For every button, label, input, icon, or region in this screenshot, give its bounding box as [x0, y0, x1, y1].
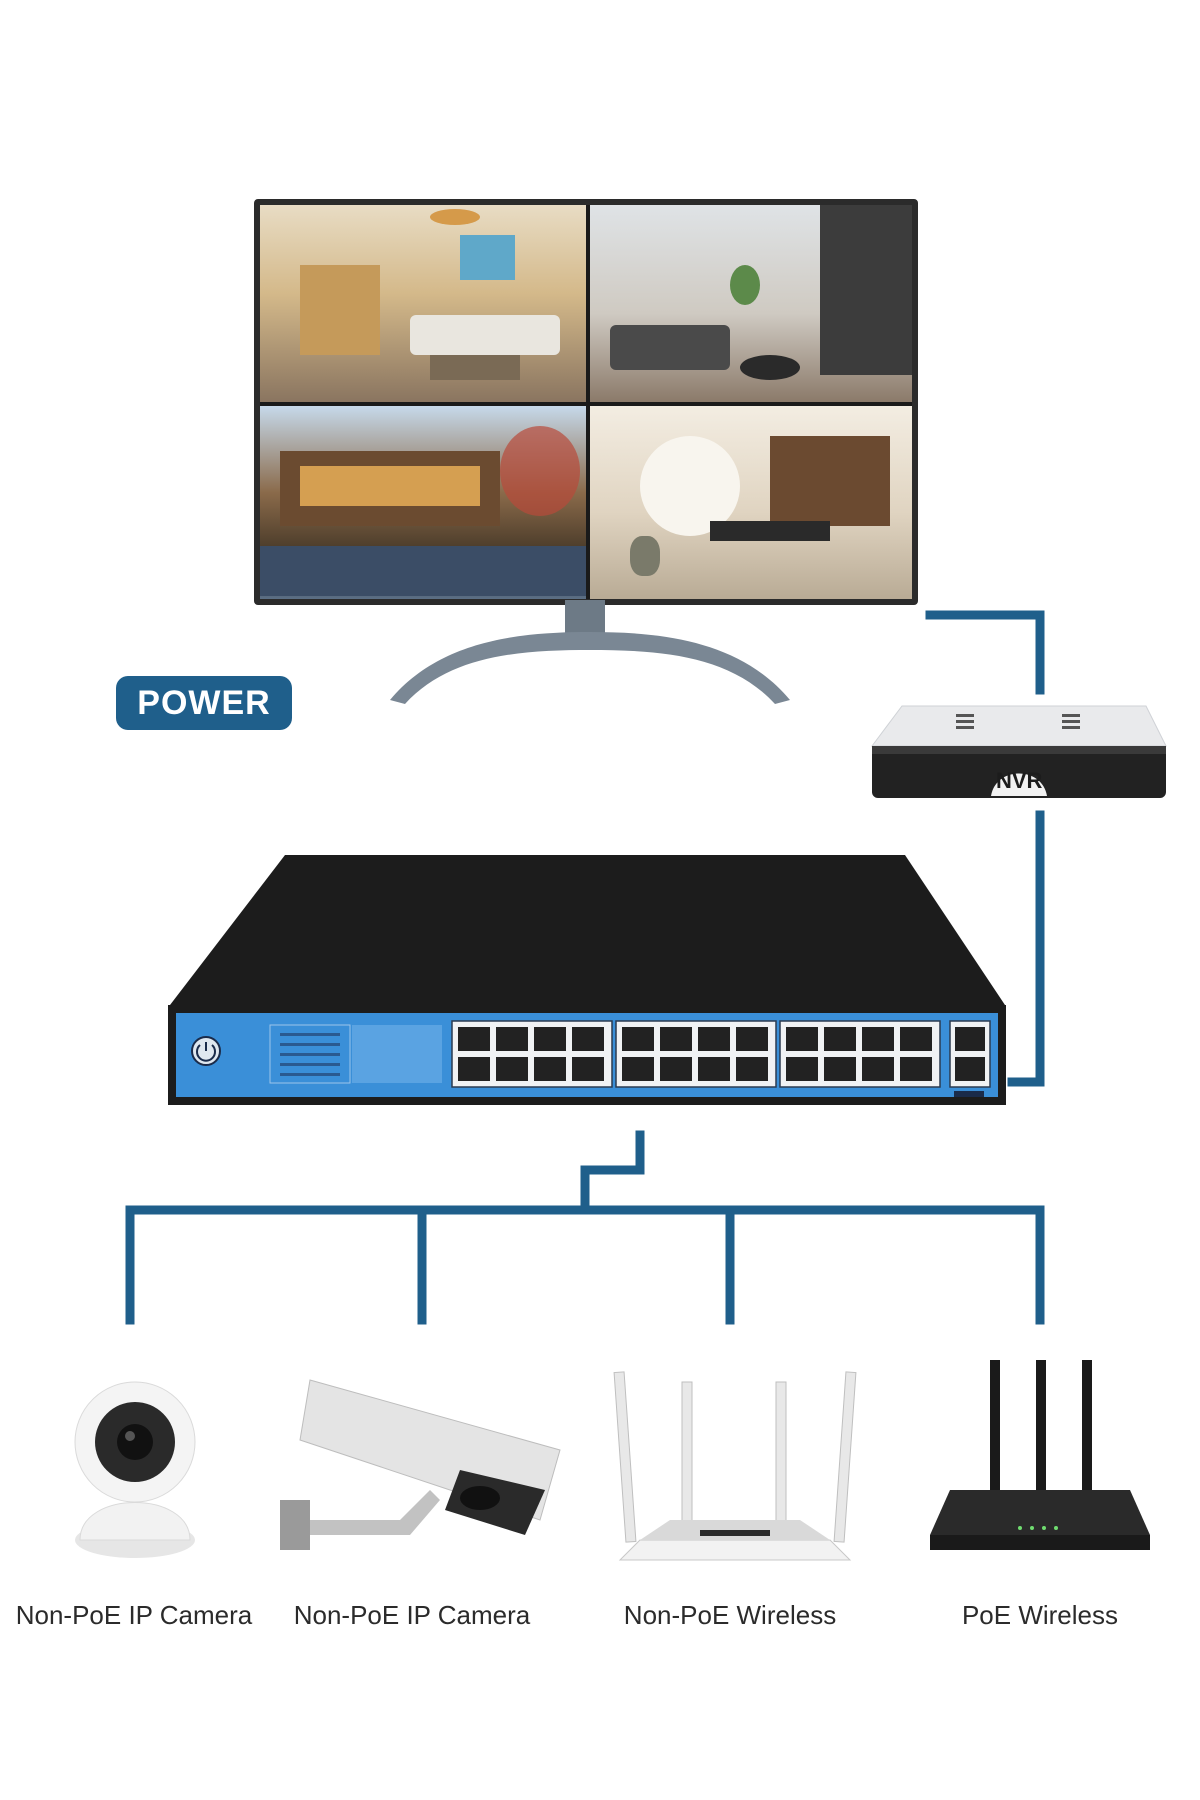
- monitor-screen: [254, 199, 918, 605]
- wifi-router-icon: [613, 1371, 857, 1561]
- line-nvr-switch: [1007, 810, 1045, 1087]
- line-monitor-nvr: [925, 610, 1045, 695]
- line-switch-bus: [580, 1130, 645, 1215]
- nvr-label: NVR: [996, 768, 1043, 793]
- camera-view-tea-room: [590, 406, 912, 599]
- switch-top: [170, 855, 1005, 1005]
- sfp-slot: [954, 1091, 984, 1097]
- device-label-3: Non-PoE Wireless: [623, 1600, 837, 1630]
- uplink-ports: [949, 1020, 991, 1088]
- poe-router-icon: [930, 1360, 1150, 1550]
- poe-switch: [168, 855, 1006, 1105]
- line-device-bus: [125, 1205, 1045, 1325]
- device-label-2: Non-PoE IP Camera: [293, 1600, 531, 1630]
- dome-camera-icon: [74, 1381, 196, 1558]
- bullet-camera-icon: [280, 1379, 561, 1550]
- camera-view-living-room: [260, 205, 586, 402]
- power-badge: POWER: [116, 676, 292, 730]
- camera-view-house-exterior: [260, 406, 586, 599]
- monitor-stand: [390, 600, 790, 704]
- led-grid: [352, 1025, 442, 1083]
- led-indicators: [280, 1033, 340, 1076]
- rj45-ports: [451, 1020, 941, 1088]
- device-label-1: Non-PoE IP Camera: [15, 1600, 253, 1630]
- device-label-4: PoE Wireless: [961, 1600, 1119, 1630]
- nvr-device: NVR: [866, 696, 1172, 806]
- nvr-icon: [871, 705, 1167, 798]
- camera-view-courtyard: [590, 205, 912, 402]
- led-panel: [269, 1024, 351, 1084]
